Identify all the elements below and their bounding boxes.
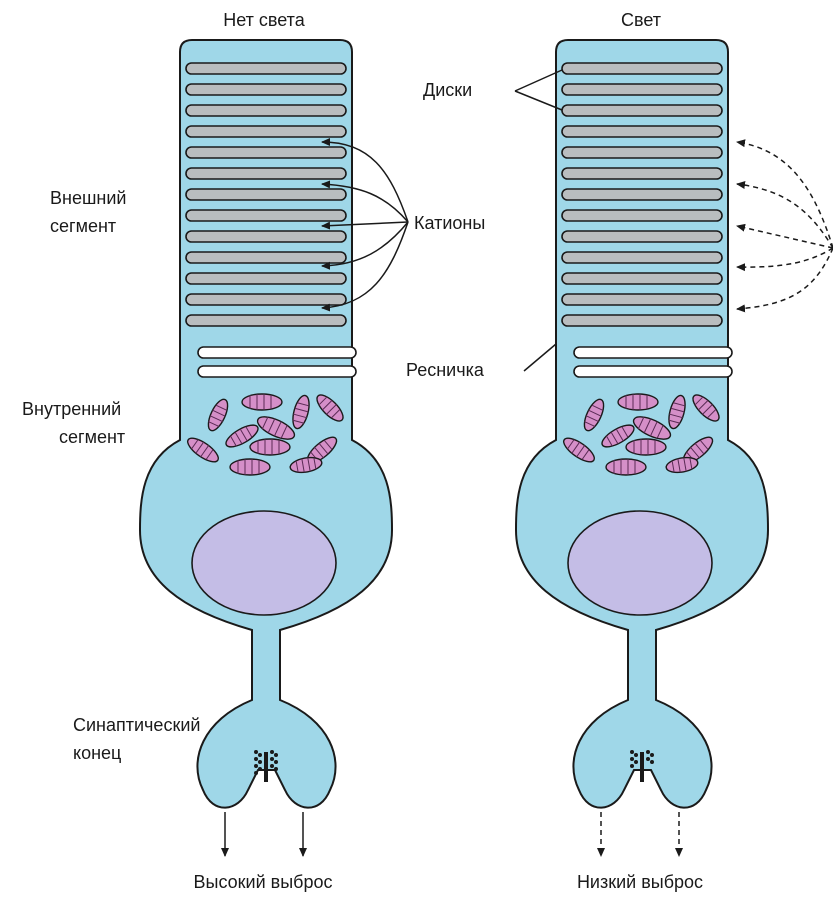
disc	[562, 168, 722, 179]
synaptic-label-line1: Синаптический	[73, 715, 200, 735]
disc	[562, 189, 722, 200]
nucleus-dark	[192, 511, 336, 615]
cations-label: Катионы	[414, 213, 485, 233]
disc	[186, 252, 346, 263]
rod-cell-light	[516, 40, 768, 856]
disc	[186, 210, 346, 221]
disc	[562, 84, 722, 95]
discs-pointer	[515, 70, 562, 91]
light-arrow	[737, 142, 833, 248]
output-label-dark: Высокий выброс	[194, 872, 333, 892]
cilium-pointer	[524, 344, 556, 371]
disc	[186, 84, 346, 95]
inner-segment-label-line2: сегмент	[59, 427, 125, 447]
disc	[562, 315, 722, 326]
outer-segment-label-line2: сегмент	[50, 216, 116, 236]
cilium-gap	[198, 366, 356, 377]
cilium-gap	[198, 347, 356, 358]
cilium-label: Ресничка	[406, 360, 485, 380]
disc	[562, 210, 722, 221]
disc	[186, 63, 346, 74]
output-label-light: Низкий выброс	[577, 872, 703, 892]
light-arrow	[737, 248, 833, 267]
disc	[186, 273, 346, 284]
disc	[562, 252, 722, 263]
disc	[186, 189, 346, 200]
disc	[562, 105, 722, 116]
nucleus-light	[568, 511, 712, 615]
outer-segment-label-line1: Внешний	[50, 188, 126, 208]
dark-title: Нет света	[223, 10, 305, 30]
disc	[562, 273, 722, 284]
synaptic-label-line2: конец	[73, 743, 121, 763]
disc	[186, 294, 346, 305]
disc	[186, 168, 346, 179]
disc	[186, 315, 346, 326]
disc	[562, 63, 722, 74]
disc	[186, 231, 346, 242]
discs-pointer	[515, 91, 562, 110]
cilium-gap	[574, 347, 732, 358]
disc	[186, 147, 346, 158]
light-arrow	[737, 226, 833, 248]
inner-segment-label-line1: Внутренний	[22, 399, 121, 419]
light-arrow	[737, 184, 833, 248]
disc	[186, 126, 346, 137]
disc	[562, 126, 722, 137]
disc	[562, 231, 722, 242]
disc	[562, 147, 722, 158]
light-arrow	[737, 248, 833, 309]
light-title: Свет	[621, 10, 661, 30]
disc	[186, 105, 346, 116]
light-arrows	[737, 142, 833, 309]
disc	[562, 294, 722, 305]
discs-label: Диски	[423, 80, 472, 100]
cilium-gap	[574, 366, 732, 377]
